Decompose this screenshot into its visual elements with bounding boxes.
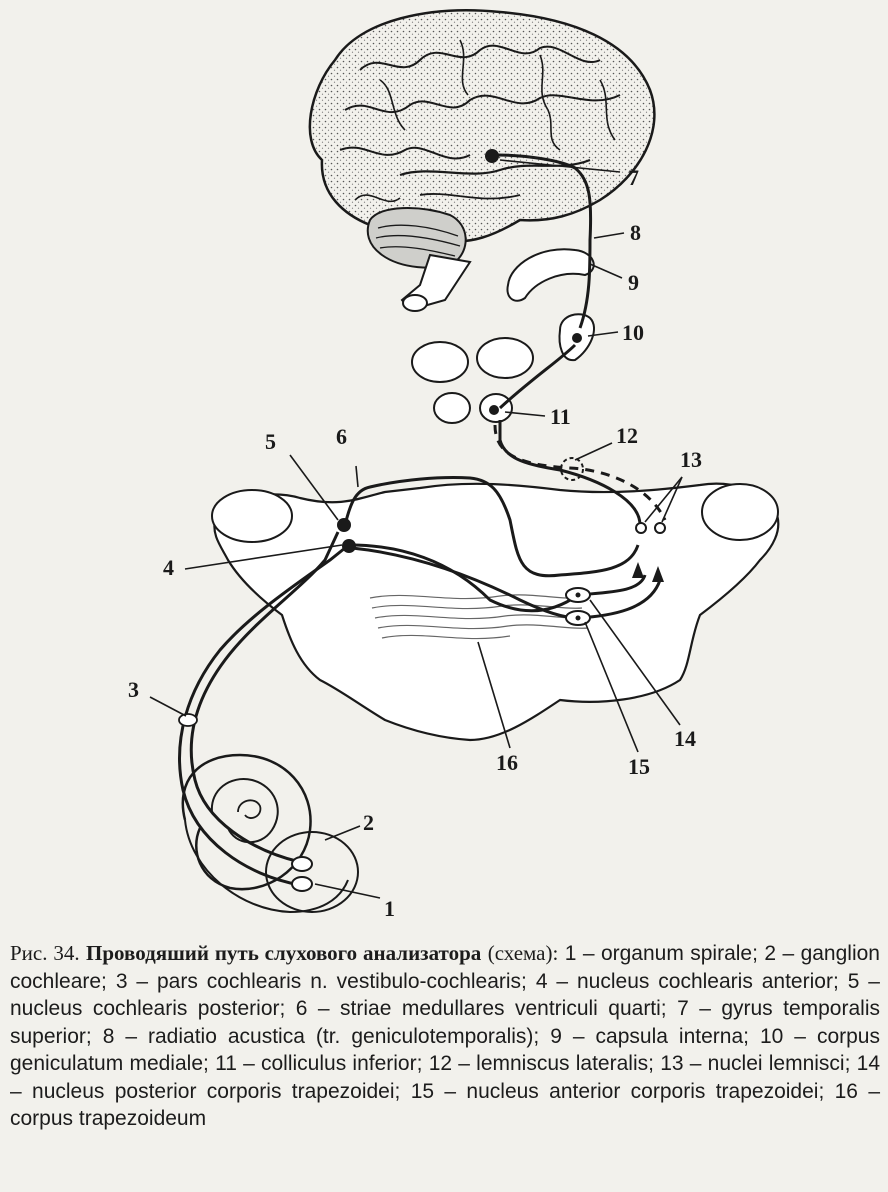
label-1: 1 <box>384 896 395 921</box>
label-2: 2 <box>363 810 374 835</box>
leader-lines <box>149 159 683 899</box>
label-7: 7 <box>628 165 639 190</box>
label-6: 6 <box>336 424 347 449</box>
caption-legend-item: 6 – striae medullares ventriculi quarti; <box>295 997 667 1020</box>
caption-legend-item: 4 – nucleus cochlearis anterior; <box>535 969 839 993</box>
label-12: 12 <box>616 423 638 448</box>
caption-legend-item: 11 – colliculus inferior; <box>215 1052 423 1075</box>
caption-legend-item: 2 – ganglion cochleare; <box>10 942 880 993</box>
capsula-interna-shape <box>506 248 595 302</box>
label-3: 3 <box>128 677 139 702</box>
caption-legend-item: 10 – corpus geniculatum mediale; <box>10 1024 880 1076</box>
brainstem-stump <box>400 253 472 312</box>
label-8: 8 <box>630 220 641 245</box>
label-14: 14 <box>674 726 696 751</box>
diagram-labels: 7 8 9 10 11 12 13 6 5 4 3 2 1 14 15 16 <box>128 165 702 921</box>
label-15: 15 <box>628 754 650 779</box>
caption-legend-item: 15 – nucleus anterior corporis trapezoid… <box>410 1079 825 1103</box>
brain-hemisphere <box>308 9 656 243</box>
caption-legend-item: 13 – nuclei lemnisci; <box>660 1052 851 1075</box>
nuclei-markers <box>178 149 666 892</box>
caption-suffix: (схема): <box>487 941 559 965</box>
caption-legend-item: 12 – lemniscus lateralis; <box>428 1052 654 1075</box>
label-16: 16 <box>496 750 518 775</box>
caption-legend-item: 5 – nucleus cochlearis posterior; <box>10 969 880 1021</box>
colliculi-shapes <box>411 337 534 424</box>
caption-legend-item: 8 – radiatio acustica (tr. geniculotempo… <box>102 1024 540 1048</box>
caption-legend-item: 16 – corpus trapezoideum <box>10 1079 880 1131</box>
label-11: 11 <box>550 404 571 429</box>
label-9: 9 <box>628 270 639 295</box>
label-5: 5 <box>265 429 276 454</box>
caption-legend-item: 3 – pars cochlearis n. vestibulo-cochlea… <box>115 969 527 993</box>
arrowheads <box>632 562 664 582</box>
caption-legend-item: 7 – gyrus temporalis superior; <box>10 997 880 1048</box>
lateral-lemniscus-dashed <box>493 424 667 521</box>
caption-legend-item: 9 – capsula interna; <box>550 1024 749 1048</box>
caption-legend-item: 1 – organum spirale; <box>564 942 758 965</box>
figure-caption: Рис. 34. Проводяший путь слухового анали… <box>10 940 880 1133</box>
label-13: 13 <box>680 447 702 472</box>
caption-prefix: Рис. 34. <box>10 941 80 965</box>
caption-title: Проводяший путь слухового анализатора <box>86 941 482 965</box>
caption-legend-item: 14 – nucleus posterior corporis trapezoi… <box>10 1052 881 1103</box>
label-10: 10 <box>622 320 644 345</box>
auditory-pathway-diagram: 7 8 9 10 11 12 13 6 5 4 3 2 1 14 15 16 <box>128 9 780 921</box>
label-4: 4 <box>163 555 174 580</box>
cochlea <box>181 753 359 914</box>
